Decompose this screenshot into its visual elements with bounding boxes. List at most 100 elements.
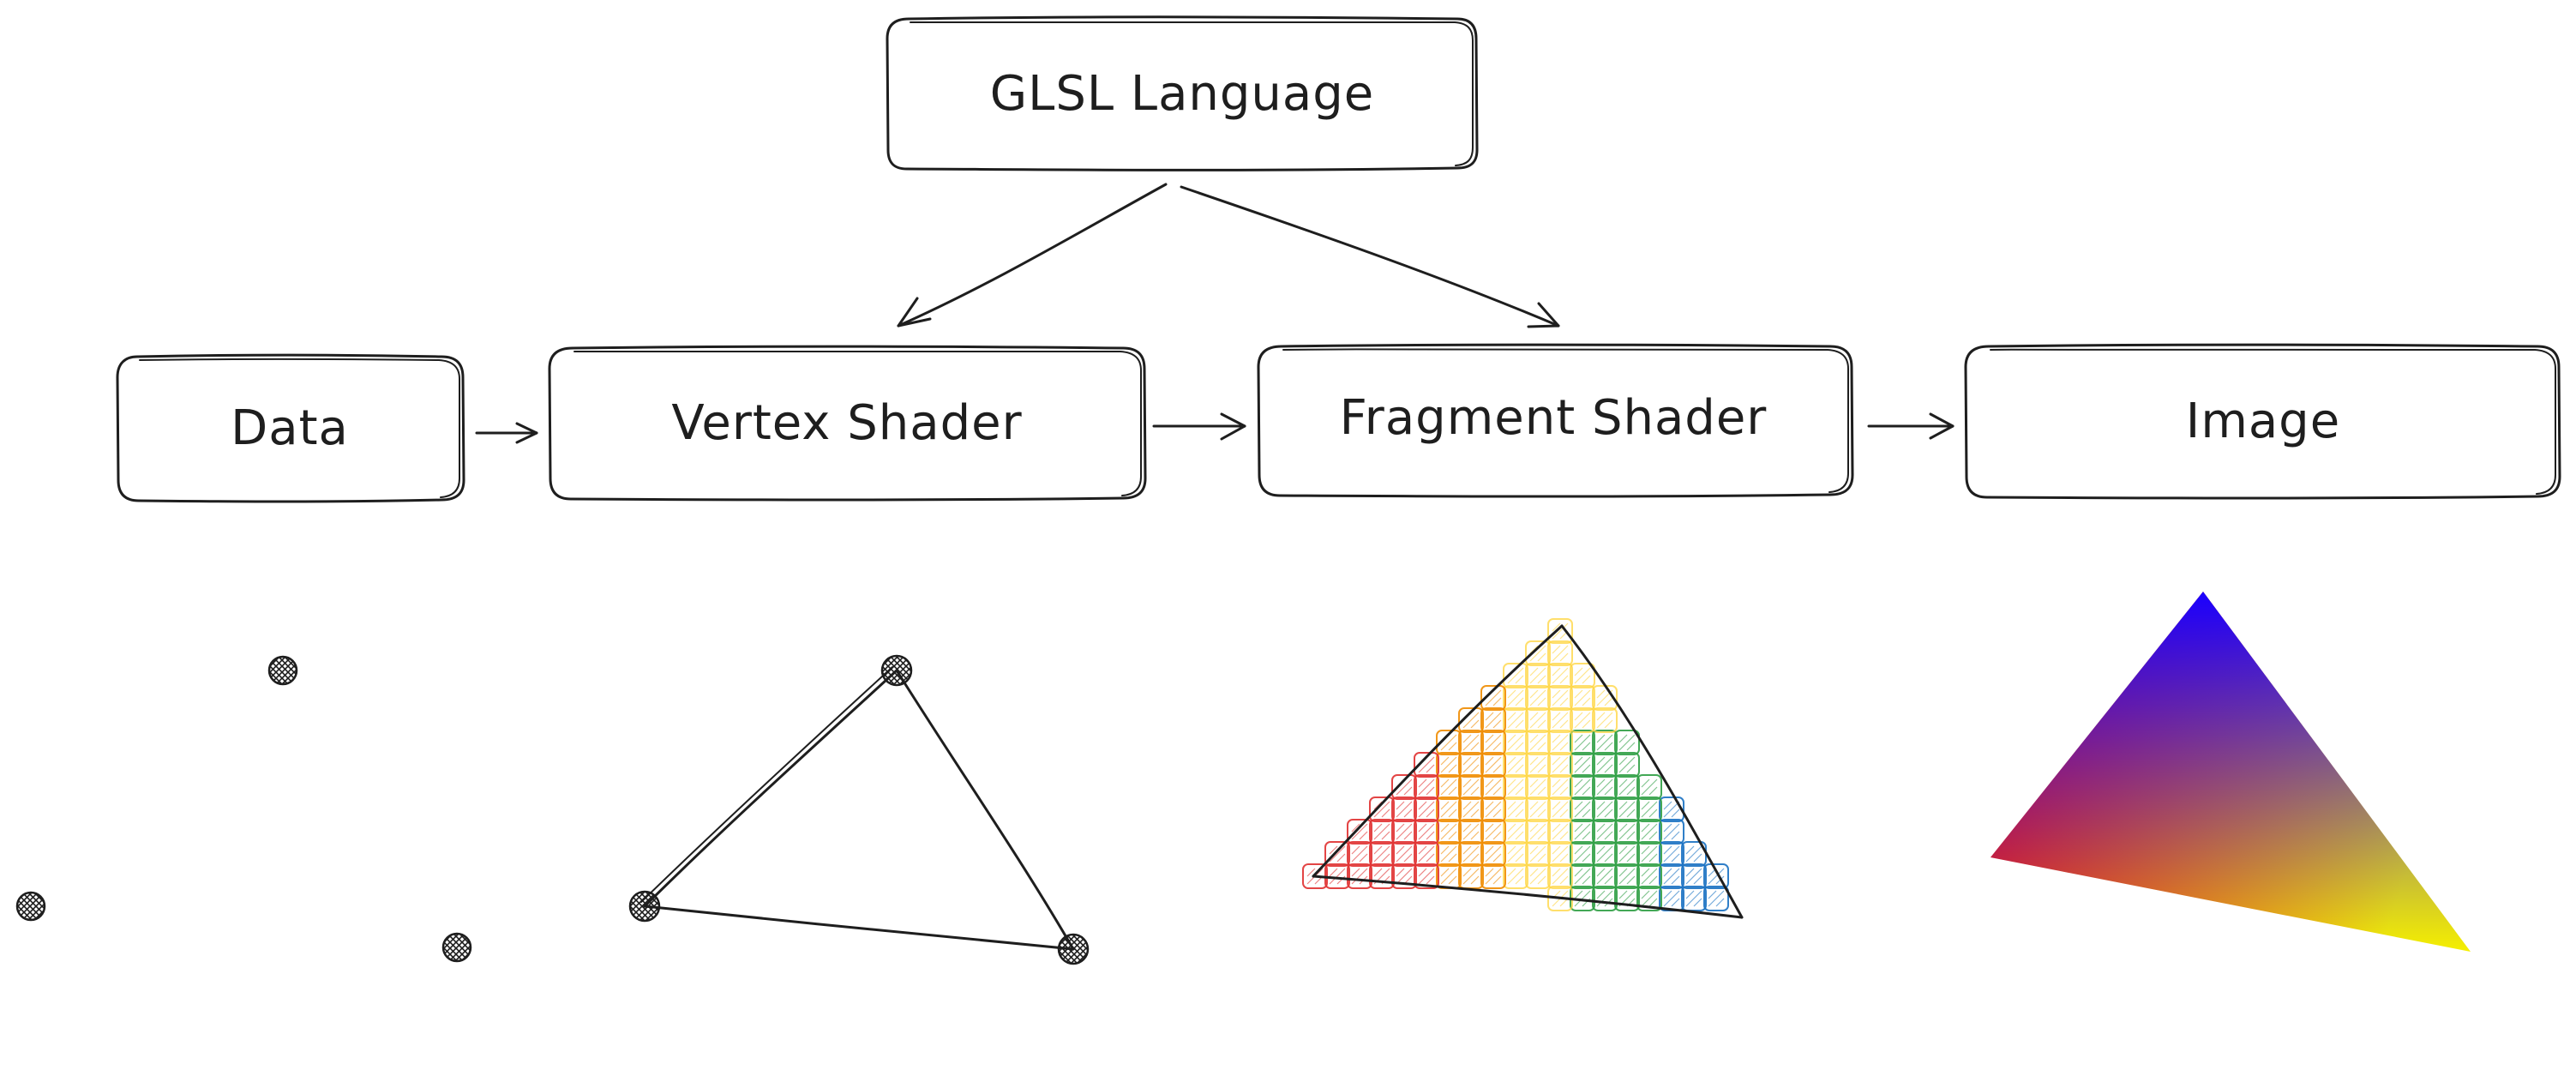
fragment-square [1503,819,1528,845]
fragment-square-hatch [1663,823,1680,840]
fragment-square-hatch [1641,801,1658,818]
image-label: Image [2186,394,2340,449]
fragment-square-hatch [1552,756,1569,773]
fragment-square-hatch [1485,734,1502,751]
fragment-square-hatch [1596,868,1613,885]
vertex-shader-box: Vertex Shader [548,345,1147,502]
fragment-square-hatch [1351,868,1368,885]
fragment-square-hatch [1708,890,1725,907]
fragment-square [1681,863,1707,889]
fragment-square-hatch [1418,778,1435,796]
fragment-square [1659,841,1684,867]
fragment-square [1503,752,1528,778]
fragment-square [1592,863,1618,889]
fragment-square [1436,841,1462,867]
fragment-square-hatch [1596,778,1613,796]
fragment-square-hatch [1462,845,1480,863]
fragment-square-hatch [1396,823,1413,840]
fragment-square-hatch [1529,645,1546,662]
fragment-square-hatch [1329,868,1346,885]
arrow-vertex-to-fragment [1152,412,1246,441]
fragment-square-hatch [1507,734,1524,751]
fragment-square [1547,752,1573,778]
fragment-square [1592,841,1618,867]
fragment-square [1480,863,1506,889]
fragment-square [1570,663,1595,688]
fragment-square [1480,685,1506,711]
fragment-square [1547,774,1573,800]
fragment-square-hatch [1507,823,1524,840]
fragment-square [1525,640,1551,666]
image-box: Image [1964,343,2561,500]
fragment-square [1592,774,1618,800]
fragment-square [1391,774,1417,800]
vertex-triangle-illustration [628,654,1090,965]
fragment-square-hatch [1418,823,1435,840]
fragment-square-hatch [1485,778,1502,796]
fragment-square-hatch [1596,734,1613,751]
fragment-square [1614,774,1640,800]
fragment-square-hatch [1574,868,1591,885]
fragment-square [1703,863,1729,889]
fragment-square-hatch [1418,868,1435,885]
fragment-square [1592,886,1618,911]
fragment-square [1458,819,1484,845]
fragment-square-hatch [1574,845,1591,863]
fragment-square-hatch [1462,801,1480,818]
fragment-square-hatch [1618,756,1636,773]
fragment-square [1414,841,1439,867]
fragment-square-hatch [1596,845,1613,863]
fragment-square [1570,707,1595,733]
fragment-square [1324,841,1350,867]
fragment-square-hatch [1685,890,1702,907]
fragment-square-hatch [1552,823,1569,840]
fragment-square-hatch [1485,845,1502,863]
fragment-square [1391,796,1417,822]
gradient-triangle-overlay [1991,592,2471,952]
fragment-square-hatch [1485,801,1502,818]
arrow-glsl-to-fragment [1180,185,1560,328]
fragment-square [1614,886,1640,911]
fragment-square [1369,863,1395,889]
fragment-square [1681,886,1707,911]
fragment-square-hatch [1574,801,1591,818]
fragment-square [1503,663,1528,688]
fragment-square-hatch [1641,778,1658,796]
fragment-square-hatch [1641,868,1658,885]
fragment-square [1636,841,1662,867]
fragment-square [1570,685,1595,711]
fragment-square [1570,774,1595,800]
fragment-square [1614,819,1640,845]
fragment-square [1503,841,1528,867]
fragment-square-hatch [1552,667,1569,684]
fragment-square [1347,863,1372,889]
fragment-square [1480,752,1506,778]
fragment-square-hatch [1507,845,1524,863]
fragment-square [1436,774,1462,800]
fragment-square-hatch [1552,845,1569,863]
fragment-square-hatch [1529,689,1546,706]
fragment-square [1614,796,1640,822]
fragment-square [1369,796,1395,822]
fragment-square [1503,707,1528,733]
fragment-square [1636,863,1662,889]
fragment-square-hatch [1618,868,1636,885]
fragment-square-hatch [1418,801,1435,818]
fragment-square-hatch [1462,778,1480,796]
fragment-square [1636,796,1662,822]
fragment-square-hatch [1440,734,1457,751]
fragment-square-hatch [1462,823,1480,840]
vertex-point [628,890,661,923]
fragment-square [1414,752,1439,778]
fragment-square [1570,841,1595,867]
fragment-square-hatch [1485,689,1502,706]
fragment-square [1636,774,1662,800]
fragment-square [1547,640,1573,666]
fragment-square [1347,819,1372,845]
fragment-square-hatch [1440,756,1457,773]
fragment-square [1436,752,1462,778]
fragment-square-hatch [1507,778,1524,796]
fragment-square [1458,796,1484,822]
fragment-square-hatch [1396,868,1413,885]
fragment-square-hatch [1574,734,1591,751]
